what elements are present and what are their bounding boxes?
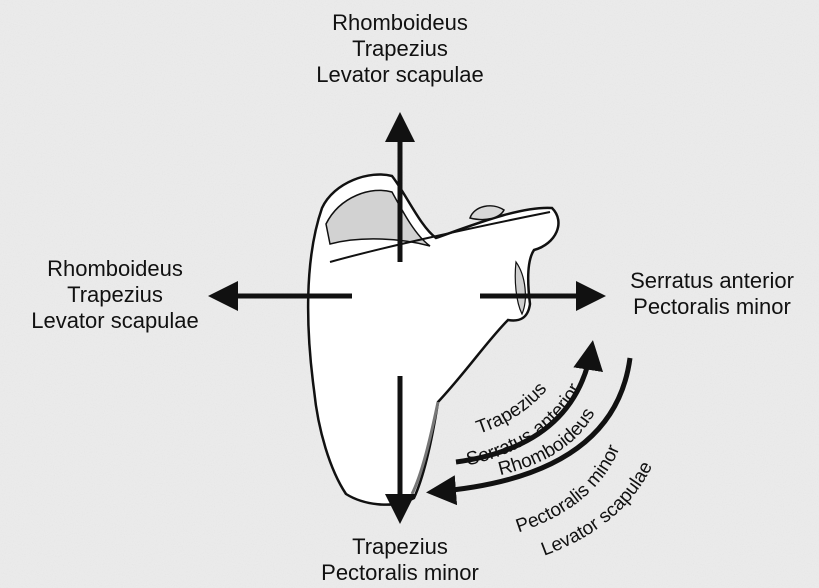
right-label-line-1: Serratus anterior: [630, 268, 794, 293]
top-label-line-1: Rhomboideus: [332, 10, 468, 35]
bottom-label-line-2: Pectoralis minor: [321, 560, 479, 585]
right-label: Serratus anterior Pectoralis minor: [630, 268, 794, 319]
top-label-line-3: Levator scapulae: [316, 62, 484, 87]
left-label-line-1: Rhomboideus: [47, 256, 183, 281]
top-label-line-2: Trapezius: [352, 36, 448, 61]
left-label-line-2: Trapezius: [67, 282, 163, 307]
right-label-line-2: Pectoralis minor: [633, 294, 791, 319]
bottom-label-line-1: Trapezius: [352, 534, 448, 559]
left-label-line-3: Levator scapulae: [31, 308, 199, 333]
